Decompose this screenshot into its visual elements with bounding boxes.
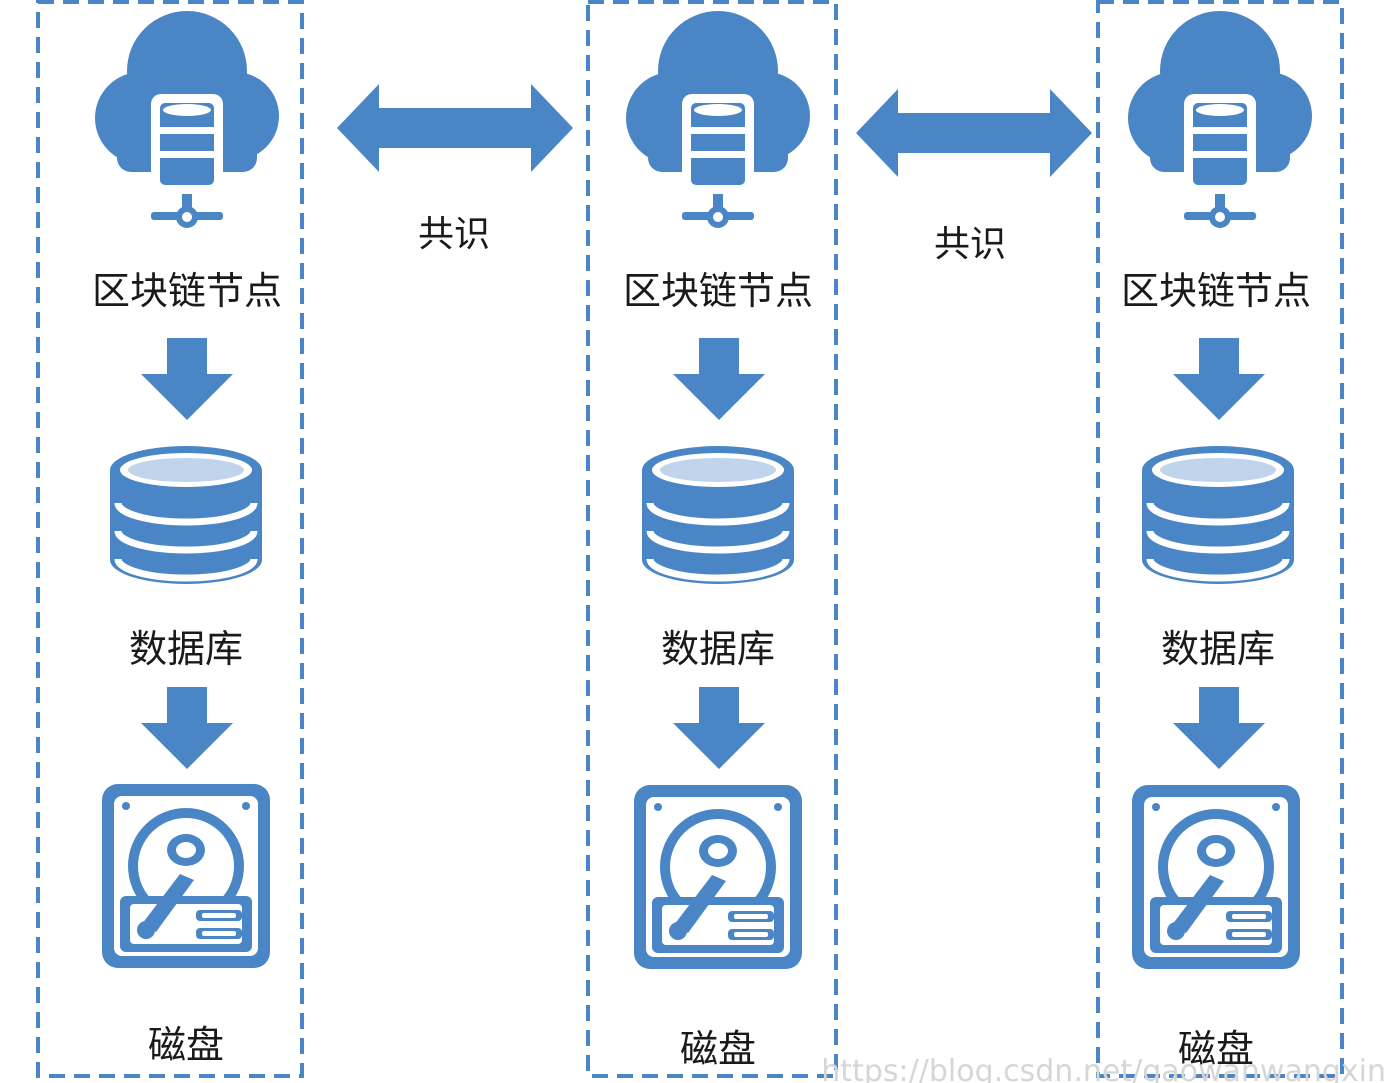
database-label: 数据库 (661, 627, 775, 671)
consensus-label: 共识 (934, 224, 1006, 265)
node-label: 区块链节点 (623, 269, 813, 313)
database-label: 数据库 (1161, 627, 1275, 671)
arrow-down-icon (1173, 687, 1265, 769)
node-label: 区块链节点 (1121, 269, 1311, 313)
hard-disk-icon (634, 785, 802, 969)
hard-disk-icon (1132, 785, 1300, 969)
watermark: https://blog.csdn.net/gaowanwangxin (821, 1054, 1386, 1083)
arrow-down-icon (673, 687, 765, 769)
node-frame-1 (36, 0, 304, 1078)
disk-label: 磁盘 (1178, 1027, 1254, 1071)
double-arrow-icon (856, 89, 1092, 177)
hard-disk-icon (102, 784, 270, 968)
node-label: 区块链节点 (92, 269, 282, 313)
arrow-down-icon (1173, 338, 1265, 420)
cloud-database-icon (626, 11, 810, 228)
database-icon (110, 446, 262, 584)
arrow-down-icon (673, 338, 765, 420)
disk-label: 磁盘 (680, 1027, 756, 1071)
database-icon (1142, 446, 1294, 584)
cloud-database-icon (95, 11, 279, 228)
database-label: 数据库 (129, 627, 243, 671)
database-icon (642, 446, 794, 584)
arrow-down-icon (141, 687, 233, 769)
node-frame-2 (586, 0, 838, 1078)
arrow-down-icon (141, 338, 233, 420)
disk-label: 磁盘 (148, 1023, 224, 1067)
node-frame-3 (1096, 0, 1344, 1078)
cloud-database-icon (1128, 11, 1312, 228)
double-arrow-icon (337, 84, 573, 172)
consensus-label: 共识 (418, 214, 490, 255)
